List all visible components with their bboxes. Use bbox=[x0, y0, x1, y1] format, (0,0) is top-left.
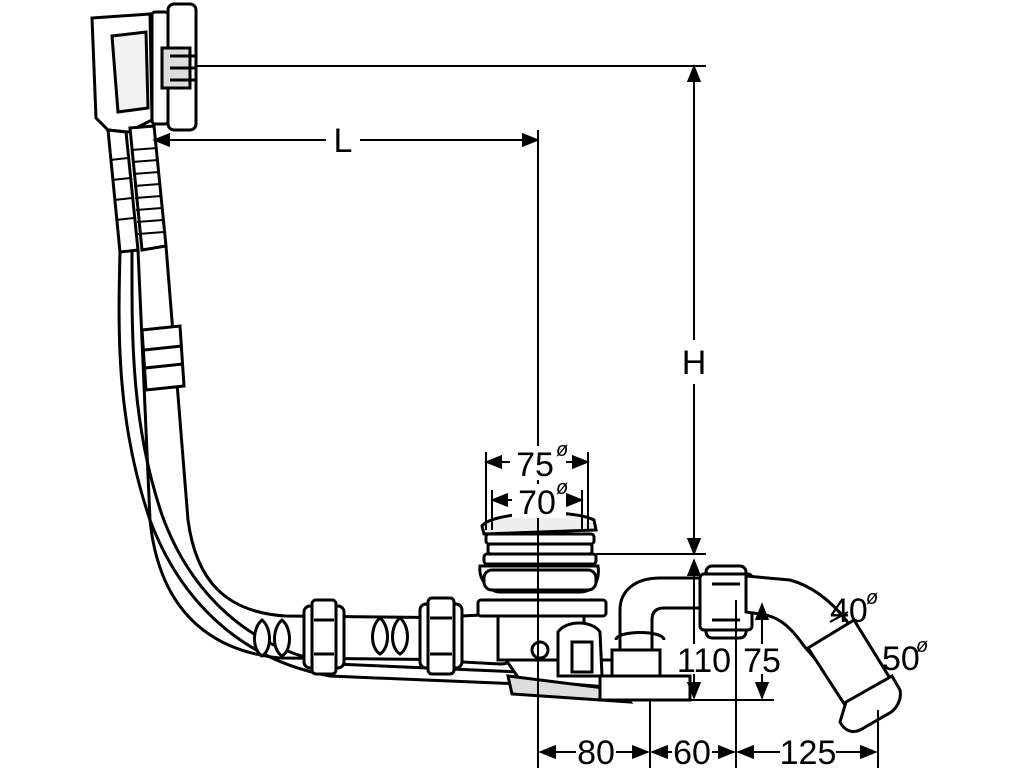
diameter-symbol-70: ø bbox=[556, 477, 568, 499]
outlet-bend bbox=[744, 574, 902, 734]
union-nut-1 bbox=[302, 598, 346, 676]
label-w125: 125 bbox=[780, 734, 837, 768]
pipe-break-2 bbox=[371, 616, 409, 656]
label-d50: 50 bbox=[882, 640, 920, 678]
trap bbox=[598, 576, 714, 702]
label-d75: 75 bbox=[516, 446, 554, 484]
label-H: H bbox=[682, 344, 707, 382]
label-d70: 70 bbox=[518, 484, 556, 522]
trap-union bbox=[698, 564, 754, 640]
waste-plug bbox=[476, 511, 608, 662]
overflow-corrugated-hose bbox=[106, 124, 168, 254]
label-d40: 40 bbox=[830, 592, 868, 630]
diameter-symbol-50: ø bbox=[916, 635, 928, 657]
dimension-lines bbox=[152, 64, 879, 768]
label-w80: 80 bbox=[577, 734, 615, 768]
label-h75: 75 bbox=[743, 642, 781, 680]
pipe-break-1 bbox=[253, 618, 291, 658]
diameter-symbol-75: ø bbox=[556, 439, 568, 461]
label-w60: 60 bbox=[673, 734, 711, 768]
label-L: L bbox=[334, 122, 353, 160]
label-h110: 110 bbox=[677, 642, 731, 680]
diameter-symbol-40: ø bbox=[866, 587, 878, 609]
overflow-head bbox=[90, 2, 198, 134]
dimension-labels: L H 75 ø 70 ø 40 ø 50 ø 110 75 80 60 125 bbox=[326, 122, 928, 768]
